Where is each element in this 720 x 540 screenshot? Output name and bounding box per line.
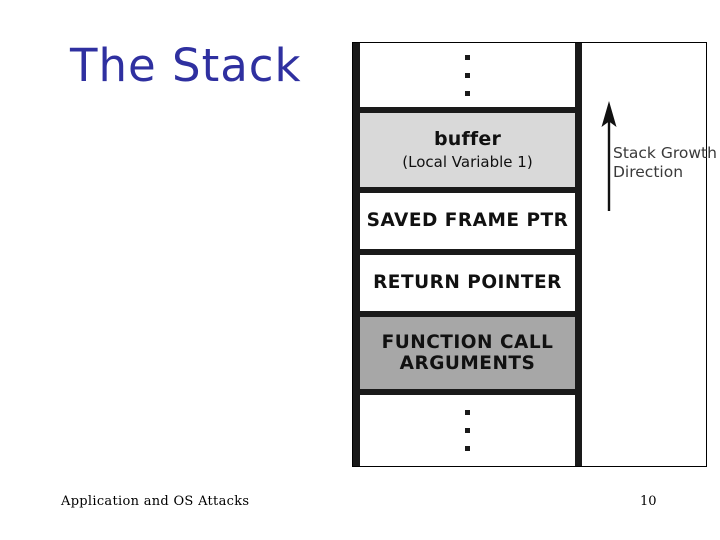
stack-cell-column: buffer (Local Variable 1) SAVED FRAME PT… <box>353 43 582 466</box>
stack-layout-diagram: buffer (Local Variable 1) SAVED FRAME PT… <box>352 42 717 467</box>
stack-cell-return-pointer: RETURN POINTER <box>360 255 575 317</box>
stack-cell-buffer-title: buffer <box>433 128 502 151</box>
stack-cell-buffer-subtitle: (Local Variable 1) <box>402 152 533 171</box>
stack-cell-return-pointer-title: RETURN POINTER <box>373 272 562 294</box>
stack-cell-saved-frame-ptr: SAVED FRAME PTR <box>360 193 575 255</box>
stack-growth-arrow-icon <box>601 101 617 211</box>
stack-cell-top-ellipsis <box>360 43 575 113</box>
stack-cell-function-call-arguments-title: FUNCTION CALL ARGUMENTS <box>381 331 554 374</box>
footer-title: Application and OS Attacks <box>61 494 250 509</box>
vertical-ellipsis-icon <box>465 410 470 451</box>
page-title: The Stack <box>70 39 302 92</box>
stack-cell-bottom-ellipsis <box>360 395 575 466</box>
stack-growth-direction-label: Stack Growth Direction <box>613 144 717 182</box>
stack-cell-function-call-arguments: FUNCTION CALL ARGUMENTS <box>360 317 575 395</box>
vertical-ellipsis-icon <box>465 54 470 96</box>
stack-cell-buffer: buffer (Local Variable 1) <box>360 113 575 193</box>
page-number: 10 <box>640 494 657 509</box>
stack-cell-saved-frame-ptr-title: SAVED FRAME PTR <box>366 210 569 232</box>
